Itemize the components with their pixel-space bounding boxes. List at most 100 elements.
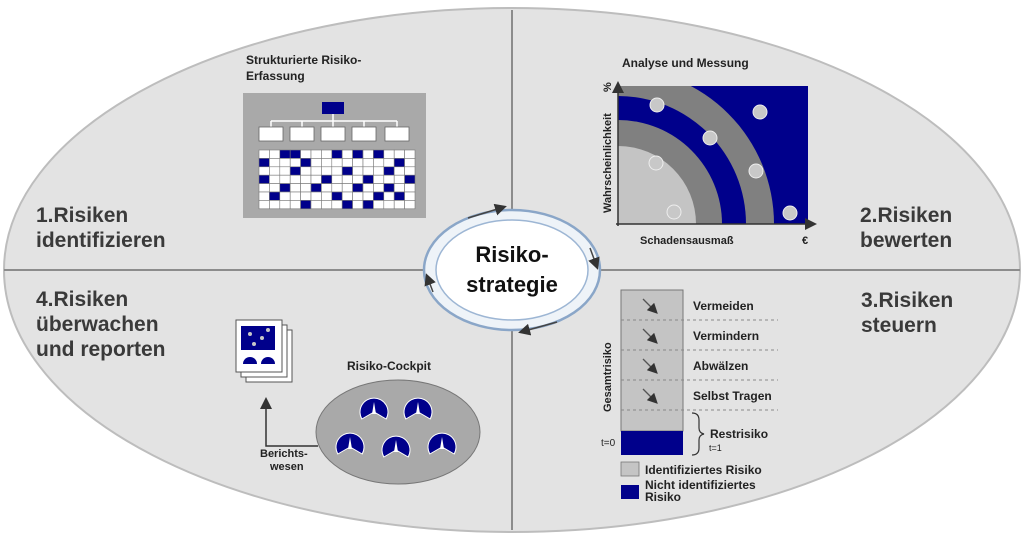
grid-cell — [300, 158, 312, 168]
risk-cockpit — [315, 379, 481, 485]
gauge-icon — [427, 432, 457, 455]
grid-cell — [383, 183, 395, 193]
risk-point — [702, 130, 718, 146]
grid-cell — [373, 149, 385, 159]
grid-cell — [352, 200, 364, 210]
risk-point — [782, 205, 798, 221]
grid-cell — [341, 183, 353, 193]
control-chart: Vermeiden Vermindern Abwälzen Selbst Tra… — [601, 289, 778, 504]
grid-cell — [373, 158, 385, 168]
quadrant-monitor-line1: 4.Risiken — [36, 288, 129, 311]
reporting-line2: wesen — [269, 461, 304, 473]
grid-cell — [310, 158, 322, 168]
grid-cell — [331, 183, 343, 193]
grid-cell — [362, 191, 374, 201]
quadrant-identify-line1: 1.Risiken — [36, 204, 129, 227]
grid-cell — [269, 200, 281, 210]
grid-cell — [258, 158, 270, 168]
grid-cell — [289, 149, 301, 159]
gauge-icon — [335, 432, 365, 455]
y-axis-unit: % — [602, 82, 614, 92]
grid-cell — [300, 174, 312, 184]
grid-cell — [373, 200, 385, 210]
grid-cell — [383, 200, 395, 210]
grid-cell — [331, 166, 343, 176]
grid-cell — [404, 149, 416, 159]
grid-cell — [393, 166, 405, 176]
grid-cell — [362, 149, 374, 159]
capture-diagram — [243, 93, 426, 218]
grid-cell — [383, 174, 395, 184]
grid-cell — [279, 149, 291, 159]
x-axis-label: Schadensausmaß — [640, 235, 734, 247]
grid-cell — [341, 191, 353, 201]
grid-cell — [279, 166, 291, 176]
quadrant-assess-line2: bewerten — [860, 229, 953, 252]
grid-cell — [310, 166, 322, 176]
grid-cell — [300, 200, 312, 210]
gauge-icon — [359, 397, 389, 420]
grid-cell — [331, 174, 343, 184]
grid-cell — [258, 183, 270, 193]
grid-cell — [331, 149, 343, 159]
reporting-line1: Berichts- — [260, 448, 308, 460]
grid-cell — [269, 183, 281, 193]
grid-cell — [289, 183, 301, 193]
grid-cell — [383, 191, 395, 201]
quadrant-identify-title: 1.Risiken identifizieren — [36, 203, 166, 253]
grid-cell — [362, 174, 374, 184]
grid-cell — [269, 174, 281, 184]
legend-unidentified-line1: Nicht identifiziertes — [645, 478, 756, 492]
measure-reduce: Vermindern — [693, 329, 759, 343]
y-axis-label: Wahrscheinlichkeit — [602, 113, 614, 213]
grid-cell — [331, 200, 343, 210]
grid-cell — [310, 200, 322, 210]
quadrant-identify-line2: identifizieren — [36, 229, 166, 252]
capture-title-line1: Strukturierte Risiko- — [246, 53, 361, 67]
grid-cell — [269, 149, 281, 159]
cycle-arrow-right — [588, 247, 600, 270]
x-axis-unit: € — [802, 235, 808, 247]
analysis-chart: Analyse und Messung Wahrscheinlichkeit %… — [602, 56, 817, 247]
grid-cell — [383, 166, 395, 176]
grid-cell — [383, 158, 395, 168]
grid-cell — [341, 166, 353, 176]
grid-cell — [289, 166, 301, 176]
grid-cell — [362, 166, 374, 176]
grid-cell — [404, 166, 416, 176]
legend-swatch-unidentified — [621, 485, 639, 499]
grid-cell — [352, 183, 364, 193]
measure-retain: Selbst Tragen — [693, 389, 772, 403]
grid-cell — [289, 200, 301, 210]
risk-point — [752, 104, 768, 120]
grid-cell — [341, 200, 353, 210]
center-cycle: Risiko- strategie — [422, 203, 602, 336]
grid-cell — [289, 174, 301, 184]
grid-cell — [321, 174, 333, 184]
grid-cell — [321, 158, 333, 168]
grid-cell — [269, 158, 281, 168]
grid-cell — [362, 183, 374, 193]
center-title-line1: Risiko- — [475, 242, 548, 267]
grid-cell — [404, 158, 416, 168]
grid-cell — [373, 191, 385, 201]
grid-cell — [321, 166, 333, 176]
grid-cell — [289, 191, 301, 201]
quadrant-control-title: 3.Risiken steuern — [861, 288, 953, 338]
grid-cell — [279, 191, 291, 201]
reporting-arrow — [260, 397, 318, 447]
grid-cell — [404, 191, 416, 201]
grid-cell — [300, 191, 312, 201]
grid-cell — [393, 183, 405, 193]
grid-cell — [310, 174, 322, 184]
grid-cell — [373, 174, 385, 184]
grid-cell — [300, 166, 312, 176]
grid-cell — [279, 158, 291, 168]
grid-cell — [393, 158, 405, 168]
grid-cell — [373, 183, 385, 193]
grid-cell — [352, 174, 364, 184]
grid-cell — [341, 158, 353, 168]
quadrant-monitor-title: 4.Risiken überwachen und reporten — [36, 287, 166, 362]
quadrant-monitor-line2: überwachen — [36, 313, 159, 336]
